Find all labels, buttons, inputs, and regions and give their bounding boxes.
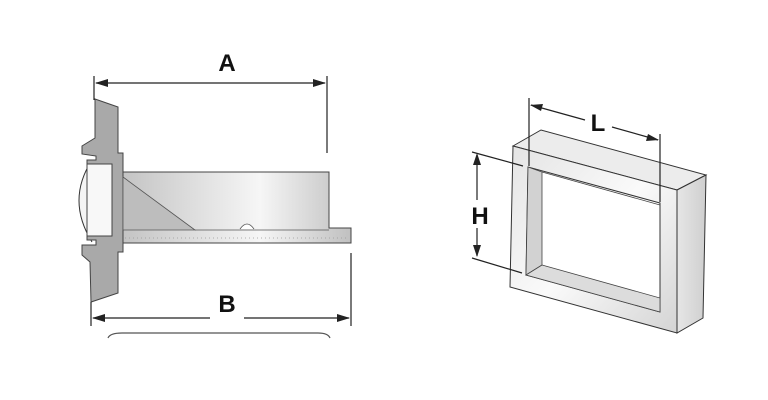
arrowhead-icon	[473, 245, 481, 257]
dimension-h-ext-bottom	[471, 257, 523, 274]
frame-3d-view: L H	[471, 98, 708, 334]
dimension-h-ext-top	[471, 151, 524, 167]
frame-inner-bottom	[525, 264, 661, 313]
grille-side-view: A B	[78, 50, 352, 339]
arrowhead-icon	[646, 134, 659, 141]
arrowhead-icon	[530, 104, 543, 111]
arrowhead-icon	[313, 79, 326, 87]
dimension-l-label: L	[591, 110, 606, 137]
dimension-a-label: A	[218, 50, 235, 77]
arrowhead-icon	[95, 79, 108, 87]
notch	[239, 223, 255, 230]
arrowhead-icon	[337, 314, 350, 322]
frame-right-face	[676, 174, 707, 334]
arrowhead-icon	[473, 153, 481, 165]
arrowhead-icon	[92, 314, 105, 322]
frame-inner-edge	[541, 171, 661, 206]
partial-outline	[107, 332, 331, 339]
flange-window	[86, 163, 113, 237]
dimension-h-label: H	[471, 203, 488, 230]
diagonal-web	[122, 176, 197, 231]
dimension-b-label: B	[218, 291, 235, 318]
frame-inner-left	[525, 166, 543, 276]
